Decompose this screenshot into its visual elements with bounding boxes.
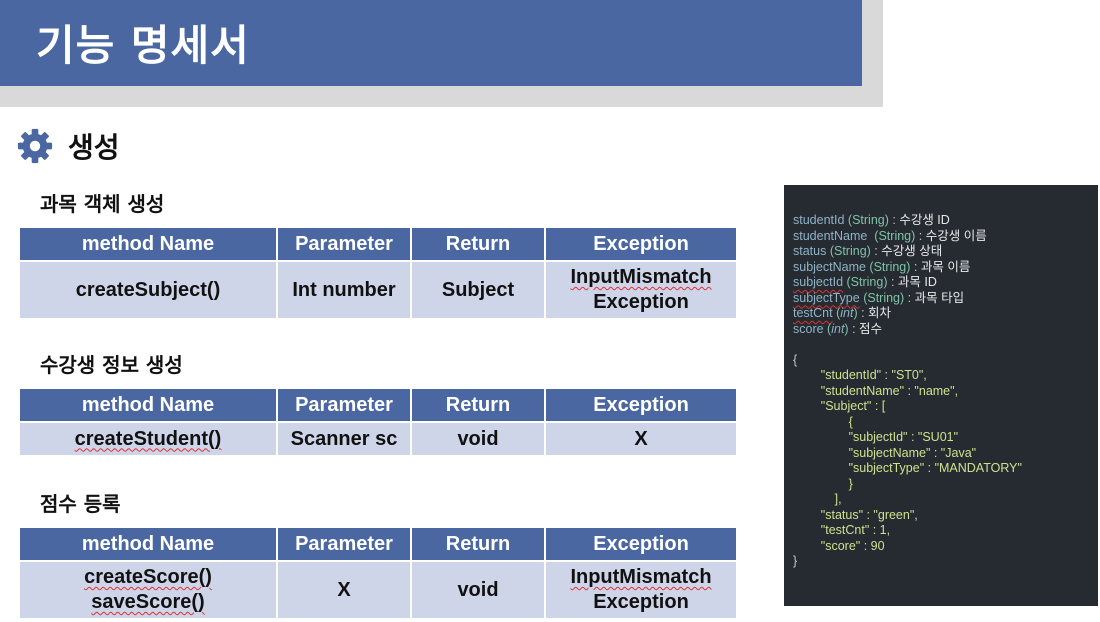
exception-line-1: InputMismatch (570, 566, 712, 588)
cell-return: void (410, 421, 546, 457)
spec-table-student: method Name Parameter Return Exception c… (18, 387, 738, 457)
field-line: subjectName (String) : 과목 이름 (793, 259, 971, 274)
cell-method: createSubject() (18, 260, 278, 320)
header-method-name: method Name (18, 226, 278, 262)
method-name-1: createScore() (84, 566, 212, 588)
spec-table-subject: method Name Parameter Return Exception c… (18, 226, 738, 320)
cell-exception: X (544, 421, 738, 457)
cell-parameter: Int number (276, 260, 412, 320)
header-exception: Exception (544, 526, 738, 562)
blank-line (793, 337, 1022, 353)
cell-return: void (410, 560, 546, 620)
field-line: subjectId (String) : 과목 ID (793, 275, 937, 289)
header-return: Return (410, 526, 546, 562)
exception-line-2: Exception (593, 591, 689, 613)
header-method-name: method Name (18, 526, 278, 562)
subtitle-score-register: 점수 등록 (40, 492, 121, 516)
json-line: "score" : 90 (793, 538, 885, 553)
cell-parameter: Scanner sc (276, 421, 412, 457)
json-line: { (793, 414, 853, 429)
field-line: subjectType (String) : 과목 타입 (793, 290, 965, 305)
json-line: "testCnt" : 1, (793, 523, 891, 537)
header-exception: Exception (544, 387, 738, 423)
cell-exception: InputMismatch Exception (544, 260, 738, 320)
cell-exception: InputMismatch Exception (544, 560, 738, 620)
json-line: } (793, 554, 798, 568)
json-line: "subjectId" : "SU01" (793, 430, 959, 444)
cell-method: createStudent() (18, 421, 278, 457)
method-name: createSubject() (75, 278, 221, 301)
subtitle-subject-create: 과목 객체 생성 (40, 192, 165, 216)
header-parameter: Parameter (276, 387, 412, 423)
json-line: "studentName" : "name", (793, 383, 959, 398)
spec-table-score: method Name Parameter Return Exception c… (18, 526, 738, 620)
cell-return: Subject (410, 260, 546, 320)
field-line: studentName (String) : 수강생 이름 (793, 228, 987, 243)
json-line: "studentId" : "ST0", (793, 368, 927, 382)
json-line: } (793, 476, 853, 491)
json-line: "status" : "green", (793, 507, 918, 522)
json-line: ], (793, 492, 842, 506)
json-line: "Subject" : [ (793, 399, 886, 413)
subtitle-student-create: 수강생 정보 생성 (40, 353, 183, 377)
field-line: score (int) : 점수 (793, 321, 883, 336)
header-return: Return (410, 226, 546, 262)
exception-line-1: X (634, 427, 648, 450)
cell-method: createScore() saveScore() (18, 560, 278, 620)
field-line: status (String) : 수강생 상태 (793, 244, 943, 258)
cell-parameter: X (276, 560, 412, 620)
method-name: createStudent() (74, 427, 222, 450)
section-title: 생성 (68, 131, 120, 164)
gear-icon (17, 128, 53, 164)
code-panel: studentId (String) : 수강생 ID studentName … (784, 185, 1098, 606)
exception-line-1: InputMismatch (570, 266, 712, 288)
exception-line-2: Exception (593, 291, 689, 313)
json-line: "subjectName" : "Java" (793, 445, 977, 460)
title-banner: 기능 명세서 (0, 0, 862, 86)
header-parameter: Parameter (276, 526, 412, 562)
method-name-2: saveScore() (91, 591, 205, 613)
code-content: studentId (String) : 수강생 ID studentName … (793, 213, 1022, 570)
header-parameter: Parameter (276, 226, 412, 262)
header-method-name: method Name (18, 387, 278, 423)
page-title: 기능 명세서 (36, 21, 250, 70)
field-line: studentId (String) : 수강생 ID (793, 213, 950, 227)
header-return: Return (410, 387, 546, 423)
json-line: { (793, 352, 798, 367)
header-exception: Exception (544, 226, 738, 262)
json-line: "subjectType" : "MANDATORY" (793, 461, 1022, 475)
field-line: testCnt (int) : 회차 (793, 306, 892, 320)
